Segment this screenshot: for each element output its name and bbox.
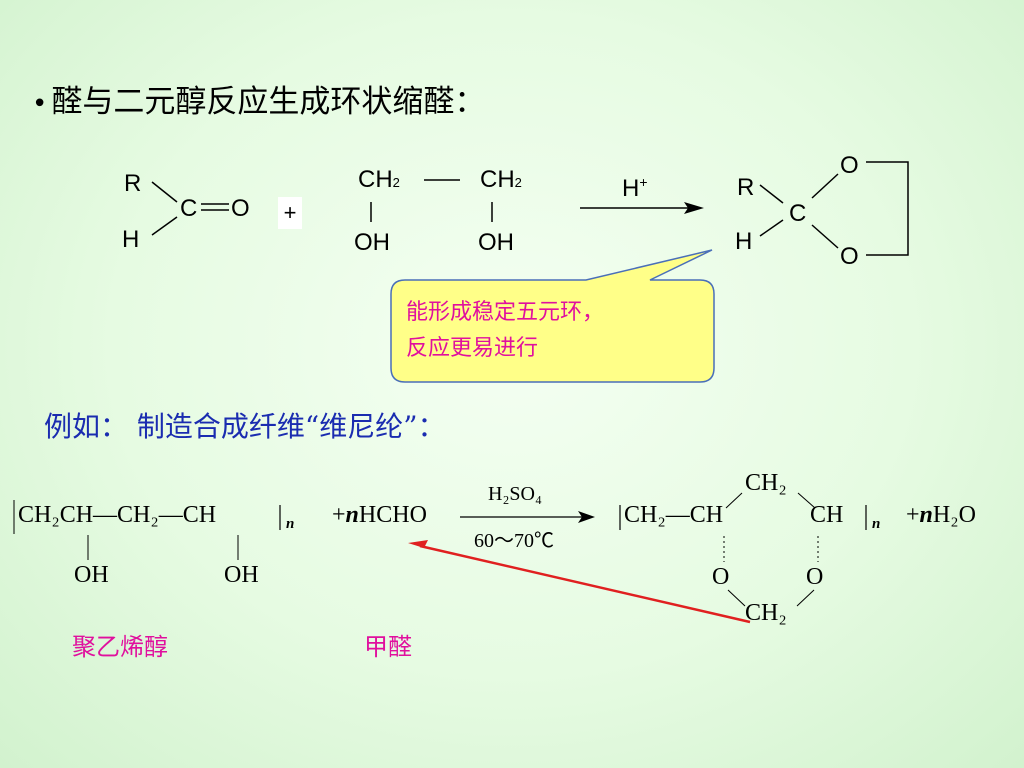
reagent: H₂SO₄ [488, 483, 542, 505]
conditions: 60～70℃ [474, 530, 554, 552]
catalyst: H+ [622, 174, 648, 202]
oh-1: OH [74, 562, 109, 588]
callout-line-1: 能形成稳定五元环， [406, 300, 605, 325]
r-group: R [124, 170, 142, 197]
ring-oxygen-1: O [712, 564, 730, 590]
repeat-n-1: n [286, 516, 295, 532]
product-chain: CH₂—CH [624, 502, 724, 528]
water-term: +nH₂O [906, 502, 976, 528]
product-r-group: R [737, 174, 755, 201]
oxygen-atom: O [231, 195, 250, 222]
ring-oxygen-2: O [806, 564, 824, 590]
product-oxygen-top: O [840, 152, 859, 179]
product-carbon: C [789, 200, 807, 227]
ring-ch2-top: CH₂ [745, 470, 787, 496]
title-text: 醛与二元醇反应生成环状缩醛： [51, 84, 486, 120]
oh-2: OH [224, 562, 259, 588]
plus-2: +nHCHO [332, 502, 427, 528]
oh-left: OH [354, 229, 390, 256]
ring-ch2-bottom: CH₂ [745, 600, 787, 626]
label-pva: 聚乙烯醇 [72, 633, 168, 661]
bullet: • [32, 89, 48, 119]
callout: 能形成稳定五元环， 反应更易进行 [406, 295, 604, 367]
callout-line-2: 反应更易进行 [406, 336, 539, 361]
polymer-chain: CH₂CH—CH₂—CH [18, 502, 217, 528]
label-formaldehyde: 甲醛 [364, 633, 412, 661]
ch2-left: CH2 [358, 166, 400, 193]
slide-title: •醛与二元醇反应生成环状缩醛： [32, 76, 485, 121]
carbon-atom: C [180, 195, 198, 222]
repeat-n-2: n [872, 516, 881, 532]
product-h-atom: H [735, 228, 753, 255]
oh-right: OH [478, 229, 514, 256]
product-oxygen-bottom: O [840, 243, 859, 270]
example-heading: 例如： 制造合成纤维“维尼纶”： [44, 410, 446, 443]
plus-sign: + [278, 197, 302, 229]
product-ch: CH [810, 502, 844, 528]
h-atom: H [122, 226, 140, 253]
ch2-right: CH2 [480, 166, 522, 193]
